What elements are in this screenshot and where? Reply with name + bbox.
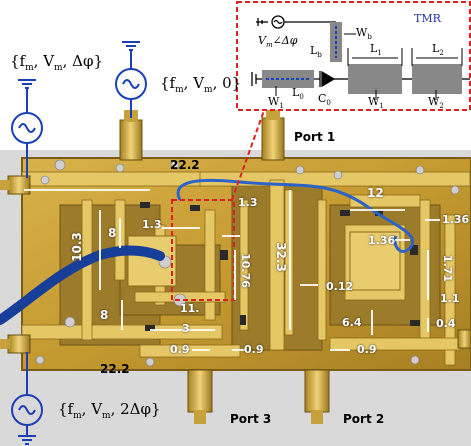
source-label-top-mid-c: , 0} (212, 74, 242, 92)
source-label-top-mid: {fm, Vm, 0} (160, 74, 241, 95)
tmr-l1-section (348, 64, 402, 94)
tmr-l2-sub: 2 (439, 49, 444, 58)
source-label-top-left: {fm, Vm, Δφ} (10, 52, 103, 73)
tmr-lb-a: L (310, 44, 318, 57)
tmr-l1-label: L1 (370, 42, 382, 57)
tmr-wb-a: W (356, 26, 368, 39)
source-top-mid (115, 41, 147, 118)
dim-0-12: 0.12 (326, 280, 354, 293)
tmr-highlight-box (171, 199, 235, 301)
dim-1-36-a: 1.36 (442, 213, 470, 226)
dim-0-9-b: 0.9 (244, 343, 264, 356)
tmr-lb-label: Lb (310, 44, 322, 59)
dim-1-3-mid: 1.3 (238, 196, 258, 209)
dim-1-36-b: 1.36 (368, 234, 396, 247)
dim-8-top: 8 (108, 226, 117, 240)
source-label-top-mid-sub2: m (204, 85, 213, 95)
tmr-l2-label: L2 (432, 42, 444, 57)
tmr-l0-label: L0 (292, 86, 304, 101)
tmr-vm-a: V (258, 34, 266, 47)
tmr-w1b-label: W1 (368, 95, 384, 110)
port3-label: Port 3 (230, 412, 272, 426)
tmr-c0-sub: 0 (326, 99, 331, 108)
sma-connector-port1 (261, 108, 285, 161)
source-label-top-left-a: {f (10, 52, 26, 70)
dim-1-3-left: 1.3 (142, 218, 162, 231)
source-top-left (11, 79, 43, 178)
source-bottom-left (11, 352, 43, 445)
tmr-l0-sub: 0 (299, 93, 304, 102)
dim-11: 11. (180, 302, 200, 315)
sma-connector-port3 (187, 369, 213, 424)
port1-label: Port 1 (294, 130, 336, 144)
dim-12: 12 (367, 186, 384, 200)
traces (21, 171, 471, 366)
blue-wire-top (176, 178, 414, 253)
dim-3: 3 (182, 322, 190, 335)
sma-connector-right (457, 329, 471, 349)
source-label-bottom-left-c: , 2Δφ} (110, 400, 161, 418)
tmr-w1a-label: W1 (268, 95, 284, 110)
tmr-wb-sub: b (367, 33, 372, 42)
sma-connector-port2 (304, 369, 330, 424)
dim-1-71: 1.71 (441, 254, 455, 283)
tmr-w1a-sub: 1 (279, 102, 284, 111)
dim-1-1: 1.1 (440, 292, 460, 305)
dim-0-9-c: 0.9 (357, 343, 377, 356)
source-label-bottom-left-sub2: m (102, 411, 111, 421)
tmr-title: TMR (414, 12, 441, 25)
source-label-top-mid-b: , V (183, 74, 205, 92)
dim-10-76: 10.76 (238, 253, 252, 288)
source-label-top-mid-sub: m (175, 85, 184, 95)
source-label-top-left-sub2: m (54, 63, 63, 73)
tmr-l1-sub: 1 (377, 49, 382, 58)
source-label-bottom-left-a: {f (58, 400, 74, 418)
tmr-c0-label: C0 (318, 92, 331, 107)
blue-cable-large (0, 245, 165, 325)
dim-32-3: 32.3 (273, 242, 288, 272)
port2-label: Port 2 (343, 412, 385, 426)
tmr-dimension-arrows (275, 33, 463, 100)
tmr-w2-label: W2 (428, 95, 444, 110)
source-label-top-left-b: , V (33, 52, 55, 70)
tmr-w2-a: W (428, 95, 440, 108)
tmr-vm-sub: m (265, 41, 273, 50)
source-label-top-mid-a: {f (160, 74, 176, 92)
source-label-bottom-left-b: , V (81, 400, 103, 418)
tmr-w1a-a: W (268, 95, 280, 108)
source-label-bottom-left-sub: m (73, 411, 82, 421)
dim-8-bottom: 8 (100, 308, 109, 322)
sma-connector-bottom-left (0, 334, 31, 354)
resonator-pad-right (349, 231, 401, 291)
tmr-l0-a: L (292, 86, 300, 99)
board-dimension-arrows (24, 189, 440, 351)
tmr-w1b-sub: 1 (379, 102, 384, 111)
tmr-w2-sub: 2 (439, 102, 444, 111)
dim-0-4: 0.4 (436, 317, 456, 330)
source-label-top-left-sub: m (25, 63, 34, 73)
dim-22-2-bottom: 22.2 (100, 362, 130, 376)
tmr-lb-sub: b (317, 51, 322, 60)
source-label-bottom-left: {fm, Vm, 2Δφ} (58, 400, 161, 421)
tmr-l1-a: L (370, 42, 378, 55)
dim-10-3: 10.3 (69, 232, 84, 262)
tmr-l2-section (412, 64, 462, 94)
tmr-l2-a: L (432, 42, 440, 55)
dim-6-4: 6.4 (342, 316, 362, 329)
tmr-vm-label: Vm∠Δφ (258, 34, 297, 49)
dim-22-2-top: 22.2 (170, 158, 200, 172)
dim-0-9-a: 0.9 (170, 343, 190, 356)
tmr-c0-a: C (318, 92, 327, 105)
tmr-w1b-a: W (368, 95, 380, 108)
tmr-wb-label: Wb (356, 26, 372, 41)
source-label-top-left-c: , Δφ} (62, 52, 103, 70)
tmr-vm-b: ∠Δφ (272, 34, 298, 47)
